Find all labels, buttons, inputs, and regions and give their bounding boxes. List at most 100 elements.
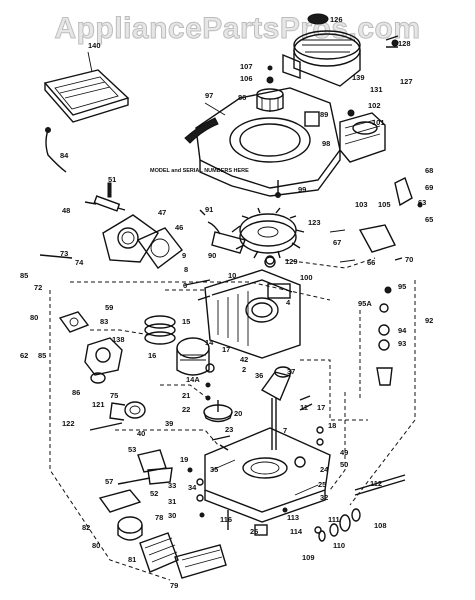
- label-68: 68: [425, 166, 433, 175]
- label-65: 65: [425, 215, 433, 224]
- label-122: 122: [62, 419, 75, 428]
- label-6: 6: [183, 281, 187, 290]
- label-14a: 14A: [186, 375, 200, 384]
- label-113: 113: [287, 513, 299, 522]
- label-93: 93: [398, 339, 406, 348]
- label-67: 67: [333, 238, 341, 247]
- manual-booklet: [43, 51, 130, 123]
- fuel-line: [45, 129, 67, 173]
- label-2: 2: [242, 365, 246, 374]
- label-91: 91: [205, 205, 213, 214]
- throttle-control: [117, 449, 173, 485]
- label-9: 9: [182, 251, 186, 260]
- label-74: 74: [75, 258, 84, 267]
- label-21: 21: [182, 391, 190, 400]
- label-99: 99: [298, 185, 306, 194]
- cylinder-block: [204, 256, 301, 359]
- label-33: 33: [168, 481, 176, 490]
- label-139: 139: [352, 73, 365, 82]
- label-98: 98: [322, 139, 330, 148]
- label-131: 131: [370, 85, 383, 94]
- label-128: 128: [398, 39, 411, 48]
- label-121: 121: [92, 400, 105, 409]
- label-15: 15: [182, 317, 190, 326]
- label-92: 92: [425, 316, 433, 325]
- cylinder-head: [102, 214, 183, 269]
- assembly-lines: [49, 257, 416, 581]
- label-97: 97: [205, 91, 213, 100]
- label-34: 34: [188, 483, 197, 492]
- label-79: 79: [170, 581, 178, 590]
- label-69: 69: [425, 183, 433, 192]
- label-59: 59: [105, 303, 113, 312]
- label-112: 112: [370, 479, 382, 488]
- label-86b: 86: [72, 388, 80, 397]
- label-35: 35: [210, 465, 218, 474]
- label-85b: 85: [38, 351, 46, 360]
- label-11: 11: [300, 403, 308, 412]
- label-95a: 95A: [358, 299, 372, 308]
- label-16: 16: [148, 351, 156, 360]
- label-17: 17: [222, 345, 230, 354]
- label-32: 32: [320, 493, 328, 502]
- label-78: 78: [155, 513, 163, 522]
- label-20: 20: [234, 409, 242, 418]
- label-57: 57: [105, 477, 113, 486]
- label-126: 126: [330, 15, 343, 24]
- label-129: 129: [285, 257, 298, 266]
- blower-housing: [184, 87, 341, 197]
- label-30: 30: [168, 511, 176, 520]
- model-serial-note: MODEL and SERIAL NUMBERS HERE: [150, 168, 249, 174]
- rotating-screen: [256, 65, 284, 112]
- label-106: 106: [240, 74, 253, 83]
- label-4: 4: [286, 298, 291, 307]
- spark-plug: [84, 182, 126, 212]
- label-83: 83: [100, 317, 108, 326]
- label-50: 50: [340, 460, 348, 469]
- watermark-text: AppliancePartsPros.com: [54, 12, 421, 46]
- label-108: 108: [374, 521, 387, 530]
- label-8: 8: [184, 265, 188, 274]
- label-19: 19: [180, 455, 188, 464]
- label-22: 22: [182, 405, 190, 414]
- label-31: 31: [168, 497, 176, 506]
- label-70: 70: [405, 255, 413, 264]
- piston-assembly: [144, 315, 215, 376]
- label-40: 40: [137, 429, 145, 438]
- label-23: 23: [225, 425, 233, 434]
- label-81: 81: [128, 555, 136, 564]
- label-95: 95: [398, 282, 406, 291]
- air-cleaner: [339, 109, 386, 163]
- label-62: 62: [20, 351, 28, 360]
- label-110: 110: [333, 541, 345, 550]
- label-123: 123: [308, 218, 321, 227]
- label-80b: 80: [92, 541, 100, 550]
- label-36: 36: [255, 371, 263, 380]
- label-103: 103: [355, 200, 368, 209]
- flywheel: [231, 180, 305, 259]
- label-109: 109: [302, 553, 315, 562]
- label-82: 82: [82, 523, 90, 532]
- label-73: 73: [60, 249, 68, 258]
- label-48: 48: [62, 206, 70, 215]
- label-49: 49: [340, 448, 348, 457]
- label-7: 7: [283, 426, 287, 435]
- label-39: 39: [165, 419, 173, 428]
- camshaft: [203, 382, 233, 423]
- label-52: 52: [150, 489, 158, 498]
- label-86: 86: [238, 93, 246, 102]
- label-17b: 17: [317, 403, 325, 412]
- label-66: 66: [367, 258, 375, 267]
- part-labels: 140 126 128 107 106 86 139 131 127 97 89…: [20, 15, 433, 590]
- label-105: 105: [378, 200, 391, 209]
- label-46: 46: [175, 223, 183, 232]
- label-84: 84: [60, 151, 69, 160]
- engine-sump: [204, 427, 331, 523]
- label-90: 90: [208, 251, 216, 260]
- label-18: 18: [328, 421, 336, 430]
- label-100: 100: [300, 273, 313, 282]
- label-63: 63: [418, 198, 426, 207]
- label-89: 89: [320, 110, 328, 119]
